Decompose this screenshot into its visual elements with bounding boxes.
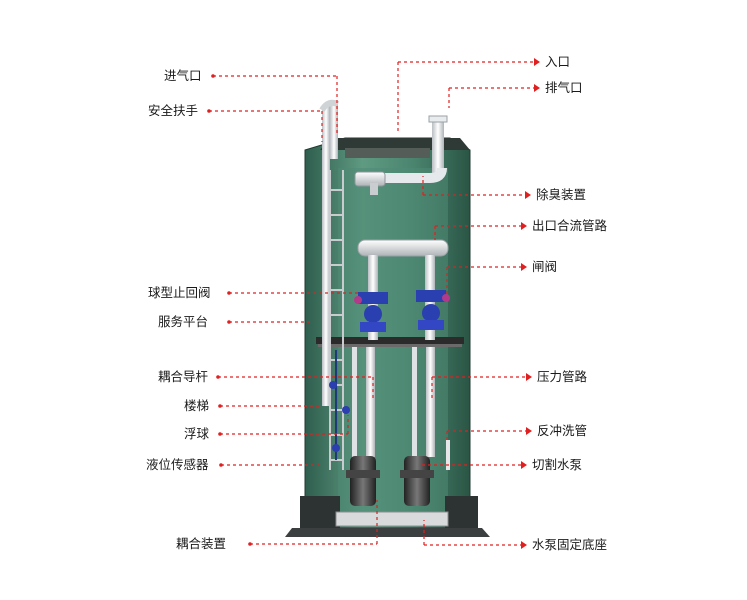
label-ladder: 楼梯 (184, 398, 210, 413)
leader-lines (209, 61, 534, 546)
safety-handrail (319, 99, 340, 406)
valves (354, 290, 450, 332)
label-gate-valve: 闸阀 (532, 259, 558, 274)
label-ball-check-valve: 球型止回阀 (148, 285, 211, 300)
tank-base (285, 496, 490, 537)
label-inlet: 入口 (545, 54, 571, 69)
ball-check-valve (354, 292, 388, 332)
label-float-ball: 浮球 (184, 426, 210, 441)
label-pump-base: 水泵固定底座 (532, 537, 608, 552)
label-coupling-guide-rod: 耦合导杆 (158, 369, 209, 384)
level-sensor (329, 350, 350, 460)
gate-valve (416, 290, 450, 330)
label-safety-handrail: 安全扶手 (148, 103, 199, 118)
label-coupling-device: 耦合装置 (176, 536, 227, 551)
cutting-pumps (346, 456, 434, 506)
label-outlet-manifold: 出口合流管路 (532, 218, 608, 233)
label-deodorizer: 除臭装置 (536, 187, 587, 202)
label-service-platform: 服务平台 (158, 314, 209, 329)
label-cutting-pump: 切割水泵 (532, 457, 583, 472)
label-pressure-pipe: 压力管路 (537, 369, 588, 384)
service-platform (316, 337, 464, 347)
deodorizer (354, 167, 447, 195)
label-inlet-gas: 进气口 (164, 68, 202, 83)
leader-endpoints (207, 58, 540, 549)
guide-rods-and-pipes (352, 347, 450, 487)
exhaust-pipe (428, 115, 448, 176)
label-level-sensor: 液位传感器 (146, 457, 209, 472)
label-backwash-pipe: 反冲洗管 (537, 423, 588, 438)
label-exhaust: 排气口 (545, 80, 583, 95)
